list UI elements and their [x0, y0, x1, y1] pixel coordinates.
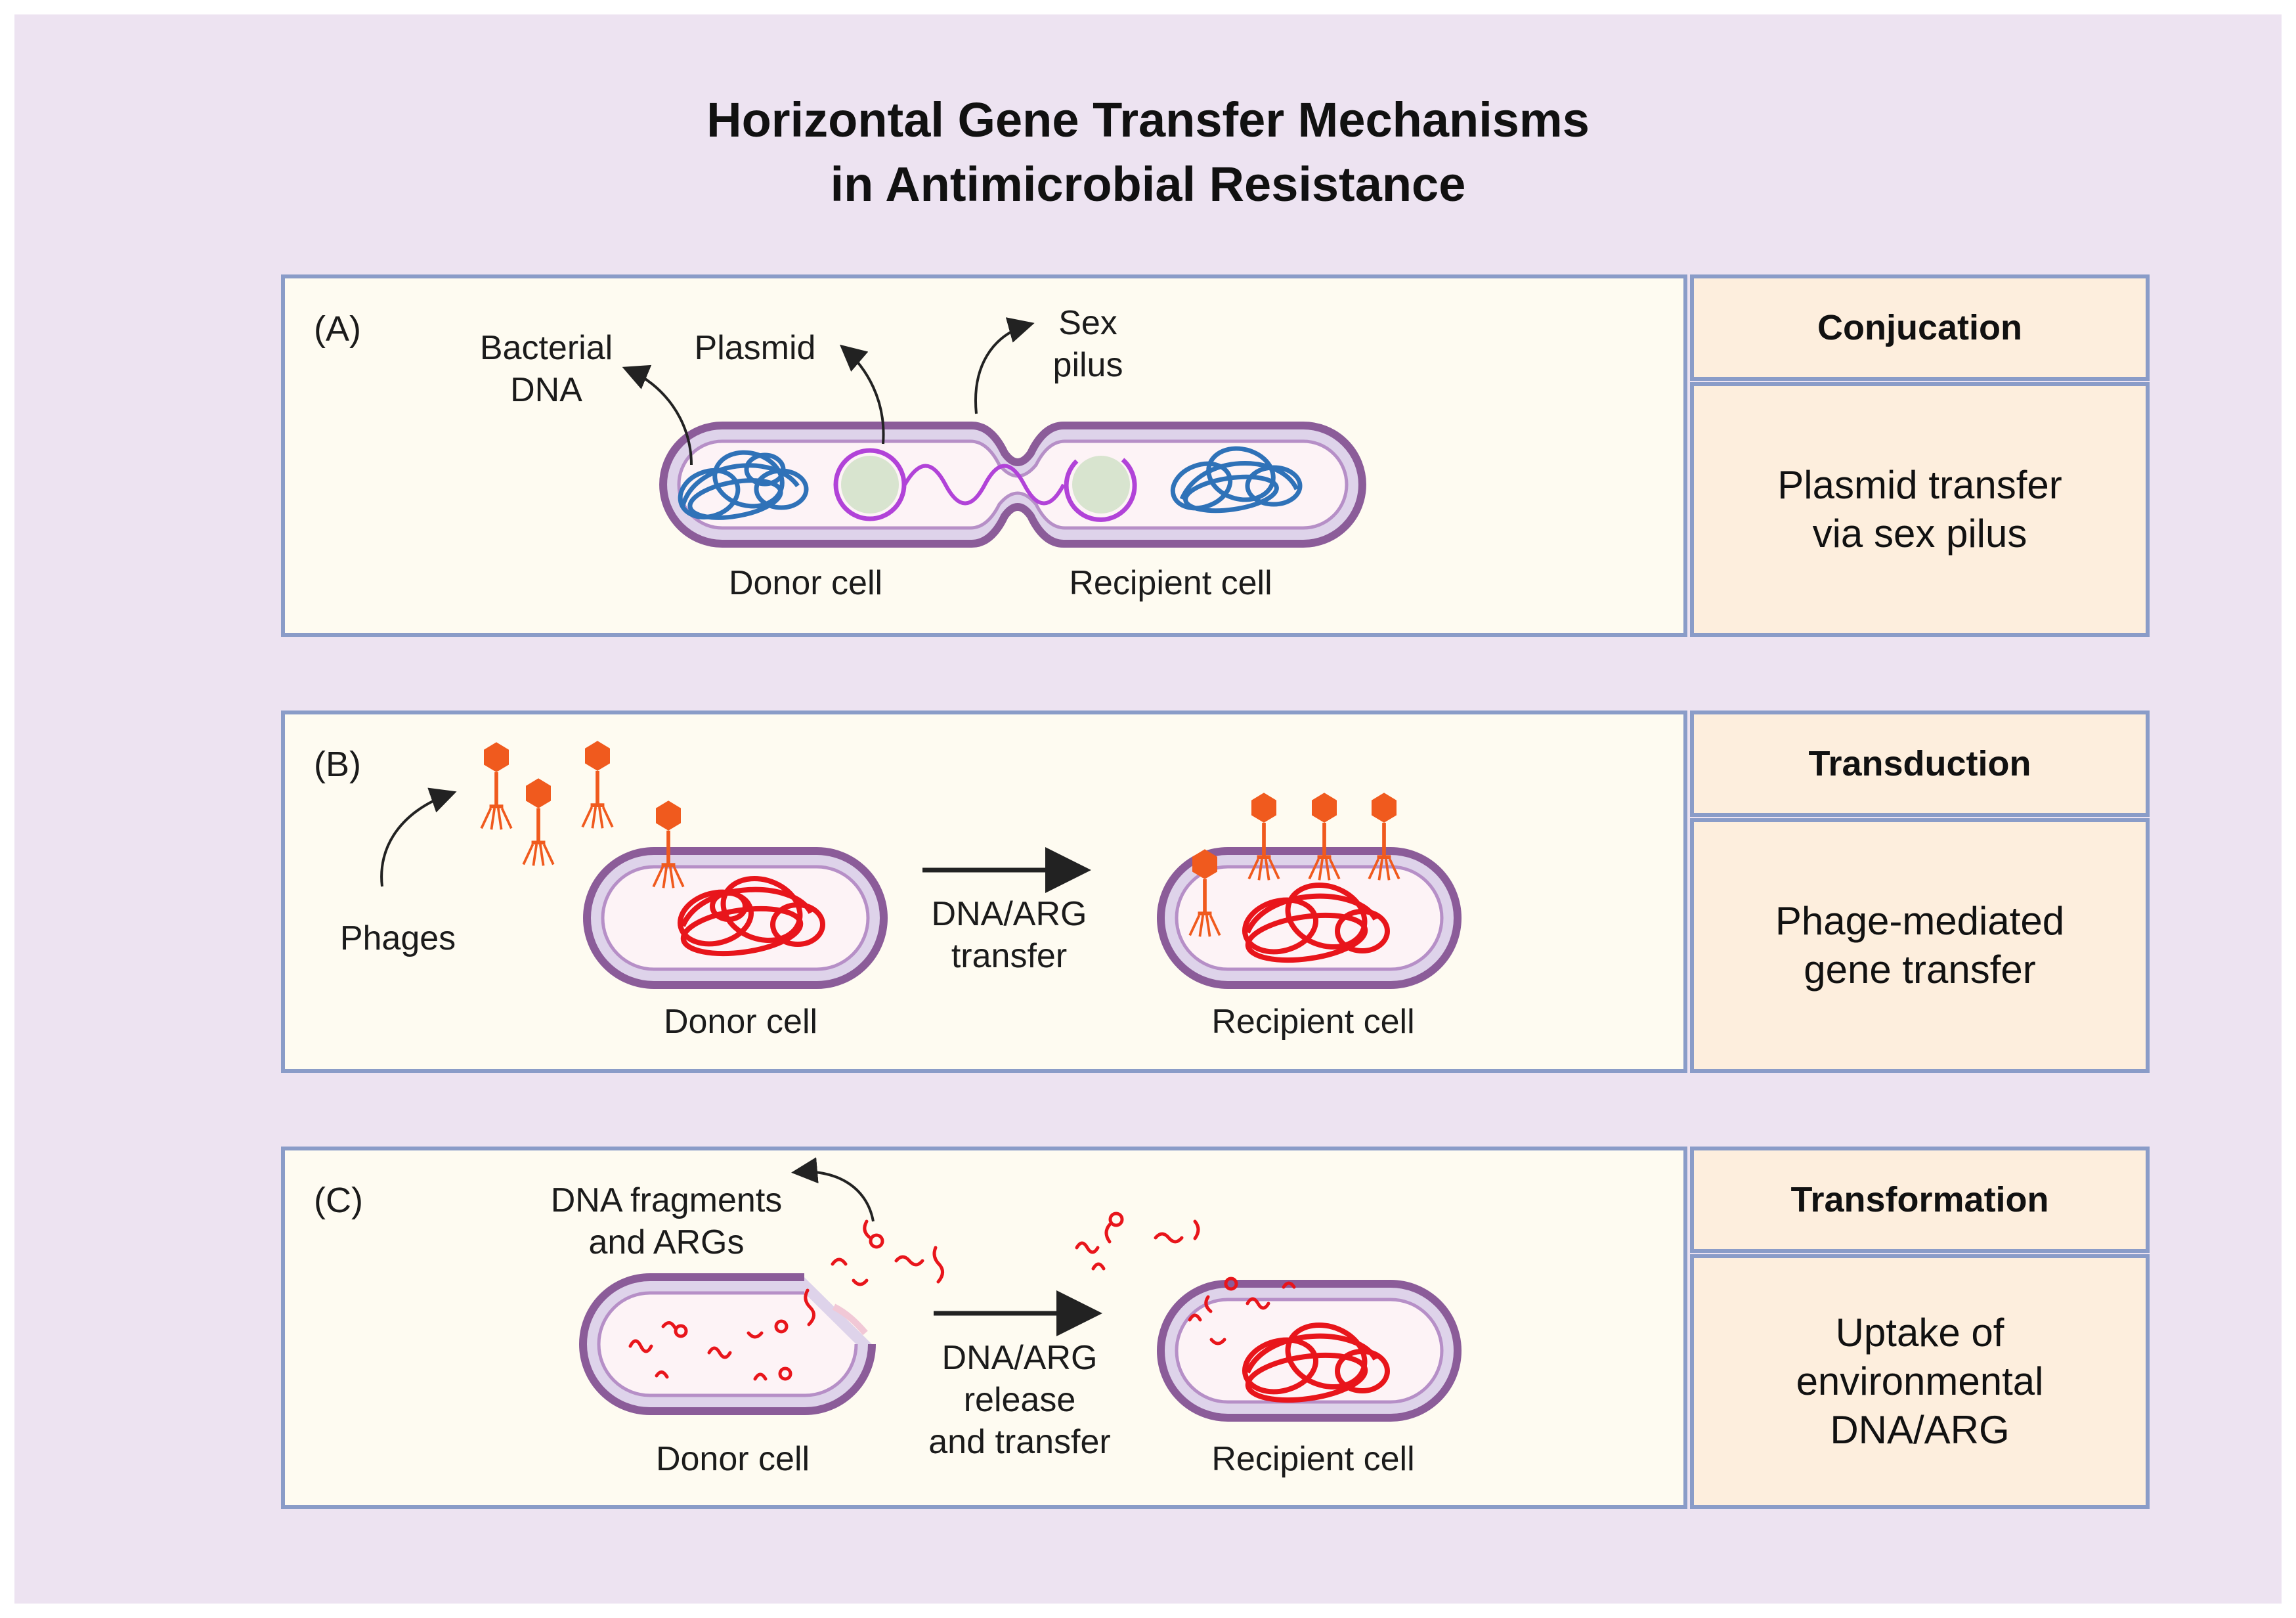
panel-c-tag: (C): [314, 1181, 363, 1220]
panel-c: [281, 1147, 1687, 1509]
plasmid-recipient-icon: [1064, 456, 1137, 522]
donor-cell-c-label: Donor cell: [655, 1440, 810, 1478]
donor-cell-a-label: Donor cell: [728, 564, 883, 602]
panel-b-mechanism: Transduction: [1690, 711, 2150, 817]
phages-label: Phages: [339, 919, 456, 957]
transfer-arrow-b-label: DNA/ARG transfer: [931, 895, 1087, 975]
dna-coil-donor-b-icon: [677, 875, 825, 957]
phage-pointer-arrow-icon: [380, 787, 457, 887]
plasmid-label: Plasmid: [694, 329, 816, 367]
dna-fragment-recipient-icon: [1188, 1277, 1296, 1345]
pointer-arrow-icon: [622, 317, 1035, 466]
recipient-cell-a-label: Recipient cell: [1069, 564, 1272, 602]
dna-fragment-icon: [628, 1212, 1200, 1381]
dna-coil-recipient-c-icon: [1242, 1322, 1390, 1403]
fragment-pointer-arrow-icon: [791, 1157, 875, 1222]
recipient-cell-b-icon: [1157, 847, 1462, 989]
recipient-cell-b-label: Recipient cell: [1211, 1003, 1415, 1041]
panel-b-tag: (B): [314, 745, 361, 784]
diagram-title-line2: in Antimicrobial Resistance: [830, 157, 1466, 211]
panel-c-mechanism: Transformation: [1690, 1147, 2150, 1253]
transfer-arrow-c-label: DNA/ARG release and transfer: [928, 1339, 1111, 1461]
lysed-donor-cell-icon: [579, 1273, 876, 1415]
panel-a-mechanism: Conjucation: [1690, 274, 2150, 381]
plasmid-donor-icon: [833, 448, 1066, 521]
dna-coil-recipient-b-icon: [1242, 882, 1390, 963]
panel-a: [281, 274, 1687, 637]
bacterial-dna-recipient-icon: [1170, 446, 1303, 514]
dna-fragments-label: DNA fragments and ARGs: [550, 1181, 783, 1261]
bacterial-dna-donor-icon: [678, 450, 809, 520]
recipient-cell-c-label: Recipient cell: [1211, 1440, 1415, 1478]
sex-pilus-label: Sex pilus: [1052, 304, 1123, 384]
bacterial-dna-label: Bacterial DNA: [479, 329, 613, 409]
panel-b-description: Phage-mediated gene transfer: [1690, 818, 2150, 1073]
panel-a-tag: (A): [314, 309, 361, 349]
panel-c-description: Uptake of environmental DNA/ARG: [1690, 1254, 2150, 1509]
diagram-title-line1: Horizontal Gene Transfer Mechanisms: [706, 93, 1590, 147]
panel-a-description: Plasmid transfer via sex pilus: [1690, 382, 2150, 637]
donor-cell-b-label: Donor cell: [663, 1003, 818, 1041]
